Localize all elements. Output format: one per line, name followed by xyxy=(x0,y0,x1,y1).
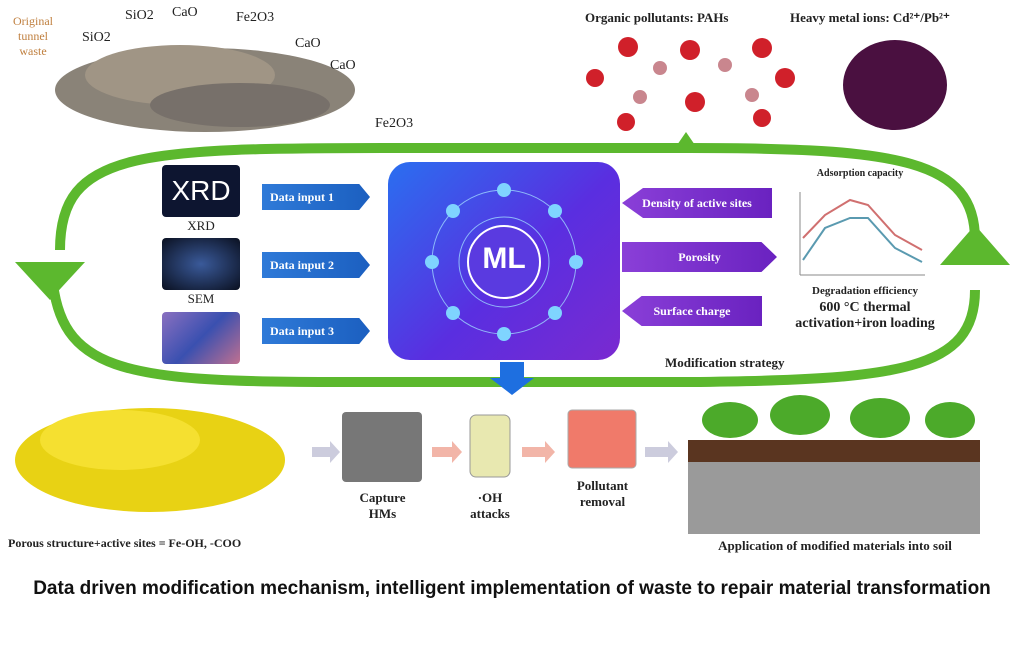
oxide-label: CaO xyxy=(330,58,356,73)
capture-hms-label: Capture HMs xyxy=(359,490,406,521)
soil-application-label: Application of modified materials into s… xyxy=(718,538,952,553)
heavy-metal-label: Heavy metal ions: Cd²⁺/Pb²⁺ xyxy=(790,10,950,25)
cycle-loop xyxy=(55,143,980,251)
original-waste-label: Original tunnel waste xyxy=(13,14,53,58)
mini-chart-title: Adsorption capacity xyxy=(816,168,904,179)
porous-yellow-material xyxy=(15,408,285,512)
property-arrow-density: Density of active sites xyxy=(622,188,772,218)
modification-strategy-label: Modification strategy xyxy=(665,355,785,370)
neural-network-icon xyxy=(425,183,583,341)
property-arrow-surface-charge: Surface charge xyxy=(622,296,762,326)
series-red xyxy=(802,198,923,251)
data-input-arrow: Data input 3 xyxy=(262,318,370,344)
loop-arrowhead-left xyxy=(15,262,85,300)
process-arrows xyxy=(312,441,678,463)
pollutant-removal-label: Pollutant removal xyxy=(576,478,629,509)
tunnel-waste-rocks xyxy=(55,45,355,132)
sem-thumbnail xyxy=(162,238,240,290)
xrd-thumbnail: XRD xyxy=(162,165,240,217)
oxide-label: CaO xyxy=(295,36,321,51)
gravel-layer xyxy=(688,462,980,534)
oxide-label: Fe2O3 xyxy=(375,116,414,131)
modification-text: 600 °C thermal activation+iron loading xyxy=(795,300,935,331)
oxide-label: Fe2O3 xyxy=(236,10,275,25)
organic-pollutants-label: Organic pollutants: PAHs xyxy=(585,10,729,25)
main-title: Data driven modification mechanism, inte… xyxy=(33,578,991,599)
property-arrow-porosity: Porosity xyxy=(622,242,777,272)
beaker-removal xyxy=(567,409,637,469)
oxide-label: SiO2 xyxy=(82,30,111,45)
soil-layer xyxy=(688,440,980,462)
series-blue xyxy=(802,217,923,263)
porous-structure-label: Porous structure+active sites = Fe-OH, -… xyxy=(8,536,242,550)
map-thumbnail xyxy=(162,312,240,364)
oxide-label: SiO2 xyxy=(125,8,154,23)
mini-chart xyxy=(799,192,925,276)
up-arrow-top xyxy=(675,132,697,148)
ml-model-box: ML xyxy=(388,162,620,360)
heavy-metal-cluster xyxy=(843,40,947,130)
xrd-caption: XRD xyxy=(187,218,215,233)
sem-caption: SEM xyxy=(187,291,215,306)
down-arrow-ml xyxy=(490,362,534,395)
bottle-oh xyxy=(469,414,511,478)
ml-label: ML xyxy=(482,242,526,275)
sem-capture-image xyxy=(342,412,422,482)
pah-molecule xyxy=(586,37,795,131)
data-input-arrow: Data input 2 xyxy=(262,252,370,278)
mini-chart-xlabel: Degradation efficiency xyxy=(812,285,918,297)
oh-attacks-label: ·OH attacks xyxy=(470,490,510,521)
loop-arrowhead-right xyxy=(940,225,1010,265)
plants xyxy=(702,395,975,438)
oxide-label: CaO xyxy=(172,5,198,20)
data-input-arrow: Data input 1 xyxy=(262,184,370,210)
